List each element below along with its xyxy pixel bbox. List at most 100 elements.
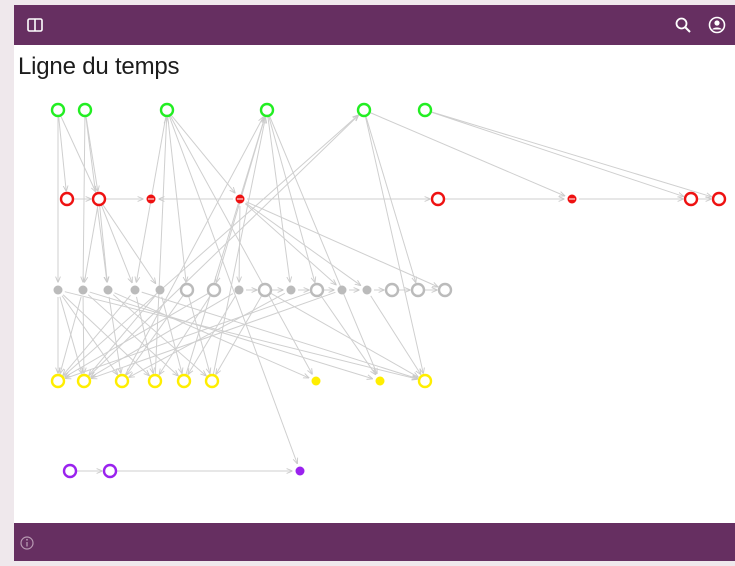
- timeline-edge: [141, 291, 418, 379]
- timeline-edge: [159, 295, 211, 374]
- timeline-node-yellow[interactable]: [375, 376, 385, 386]
- timeline-node-gray[interactable]: [103, 285, 113, 295]
- timeline-edge: [320, 295, 375, 375]
- timeline-node-gray[interactable]: [78, 285, 88, 295]
- timeline-edge: [89, 291, 373, 379]
- timeline-edge: [62, 294, 149, 376]
- timeline-edge: [245, 202, 361, 285]
- page-title: Ligne du temps: [18, 53, 180, 80]
- timeline-node-red[interactable]: [59, 191, 75, 207]
- timeline-edge: [85, 116, 98, 191]
- timeline-edge: [101, 205, 132, 283]
- timeline-edge: [212, 118, 265, 375]
- timeline-node-yellow[interactable]: [204, 373, 220, 389]
- timeline-edge: [89, 295, 156, 374]
- timeline-node-purple[interactable]: [295, 466, 305, 476]
- timeline-edge: [267, 116, 290, 282]
- timeline-edge: [269, 116, 377, 373]
- timeline-edge: [431, 111, 684, 196]
- timeline-node-green[interactable]: [356, 102, 372, 118]
- timeline-edge: [185, 118, 265, 375]
- timeline-node-purple[interactable]: [102, 463, 118, 479]
- timeline-node-red[interactable]: [711, 191, 727, 207]
- timeline-edge: [84, 205, 99, 282]
- timeline-edge: [83, 116, 85, 282]
- timeline-edge: [112, 294, 206, 376]
- search-icon[interactable]: [674, 16, 692, 34]
- timeline-edge: [370, 112, 564, 196]
- timeline-node-green[interactable]: [77, 102, 93, 118]
- timeline-edge: [167, 116, 186, 282]
- timeline-edge: [62, 115, 358, 377]
- timeline-edge: [127, 295, 184, 375]
- timeline-node-yellow[interactable]: [417, 373, 433, 389]
- timeline-edge: [63, 295, 131, 375]
- timeline-node-gray[interactable]: [362, 285, 372, 295]
- timeline-node-green[interactable]: [417, 102, 433, 118]
- timeline-edge: [370, 295, 421, 374]
- timeline-node-yellow[interactable]: [76, 373, 92, 389]
- timeline-node-purple[interactable]: [62, 463, 78, 479]
- timeline-node-gray[interactable]: [286, 285, 296, 295]
- timeline-nodes: [50, 102, 727, 479]
- timeline-node-yellow[interactable]: [176, 373, 192, 389]
- timeline-edge: [102, 204, 156, 284]
- timeline-node-gray[interactable]: [410, 282, 426, 298]
- timeline-node-yellow[interactable]: [50, 373, 66, 389]
- info-icon[interactable]: [20, 536, 34, 550]
- timeline-edge: [270, 293, 418, 377]
- timeline-node-green[interactable]: [259, 102, 275, 118]
- timeline-edge: [61, 295, 117, 375]
- timeline-edge: [365, 116, 416, 283]
- timeline-edge: [154, 118, 166, 375]
- timeline-edge: [64, 291, 417, 379]
- timeline-node-gray[interactable]: [437, 282, 453, 298]
- timeline-edge: [65, 293, 209, 377]
- timeline-node-gray[interactable]: [179, 282, 195, 298]
- timeline-edge: [60, 116, 96, 191]
- timeline-edge: [60, 296, 82, 374]
- timeline-edge: [216, 295, 262, 374]
- timeline-edge: [268, 116, 315, 283]
- timeline-edge: [246, 201, 437, 287]
- timeline-node-gray[interactable]: [155, 285, 165, 295]
- timeline-edge: [92, 291, 336, 378]
- timeline-edge: [83, 296, 84, 373]
- timeline-node-gray[interactable]: [309, 282, 325, 298]
- timeline-edge: [169, 115, 312, 374]
- timeline-node-gray[interactable]: [337, 285, 347, 295]
- top-bar: [14, 5, 735, 45]
- timeline-node-red[interactable]: [430, 191, 446, 207]
- timeline-edge: [168, 116, 297, 464]
- timeline-node-red[interactable]: [91, 191, 107, 207]
- timeline-edge: [58, 116, 66, 191]
- timeline-edge: [161, 296, 182, 373]
- timeline-node-yellow[interactable]: [147, 373, 163, 389]
- timeline-node-yellow[interactable]: [114, 373, 130, 389]
- timeline-edge: [171, 115, 234, 192]
- timeline-edge: [99, 205, 108, 282]
- timeline-node-green[interactable]: [50, 102, 66, 118]
- timeline-edge: [431, 111, 712, 197]
- timeline-graph[interactable]: [14, 5, 735, 561]
- book-icon[interactable]: [26, 16, 44, 34]
- timeline-edge: [66, 291, 311, 378]
- timeline-edge: [88, 116, 358, 377]
- timeline-node-yellow[interactable]: [311, 376, 321, 386]
- account-icon[interactable]: [708, 16, 726, 34]
- timeline-node-gray[interactable]: [257, 282, 273, 298]
- timeline-edge: [188, 296, 210, 374]
- timeline-edge: [188, 295, 236, 374]
- timeline-node-green[interactable]: [159, 102, 175, 118]
- timeline-node-gray[interactable]: [384, 282, 400, 298]
- timeline-edges: [58, 111, 712, 471]
- timeline-node-gray[interactable]: [53, 285, 63, 295]
- timeline-edge: [365, 116, 424, 373]
- timeline-edge: [124, 117, 263, 376]
- timeline-node-gray[interactable]: [234, 285, 244, 295]
- timeline-node-red[interactable]: [683, 191, 699, 207]
- timeline-node-gray[interactable]: [130, 285, 140, 295]
- timeline-node-gray[interactable]: [206, 282, 222, 298]
- timeline-edge: [87, 294, 178, 376]
- timeline-edge: [129, 292, 286, 377]
